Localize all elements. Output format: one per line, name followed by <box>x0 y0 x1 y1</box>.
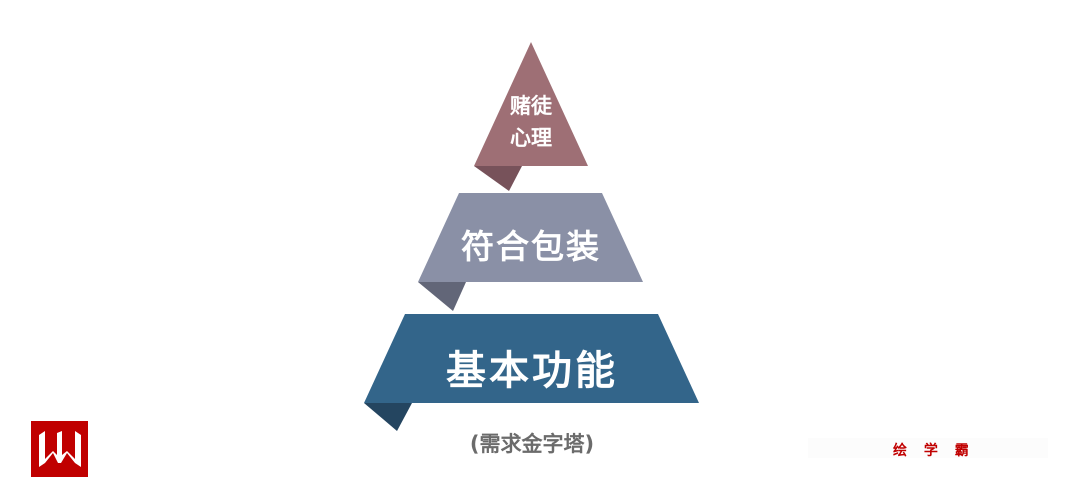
brand-text: 绘 学 霸 <box>893 443 975 459</box>
level-top-label-line1: 赌徒 <box>510 94 552 118</box>
level-bottom-shape <box>364 314 699 403</box>
level-top-shape <box>474 42 588 166</box>
w-logo-icon <box>31 421 88 477</box>
level-middle-fold <box>418 282 466 311</box>
level-top-fold <box>474 166 522 191</box>
level-bottom-fold <box>364 403 412 431</box>
level-bottom-label: 基本功能 <box>446 348 618 394</box>
brand-banner <box>808 438 1048 458</box>
pyramid-caption: (需求金字塔) <box>469 432 595 456</box>
level-middle-label: 符合包装 <box>461 227 601 266</box>
level-top-label-line2: 心理 <box>510 126 552 150</box>
level-middle-shape <box>418 193 643 282</box>
